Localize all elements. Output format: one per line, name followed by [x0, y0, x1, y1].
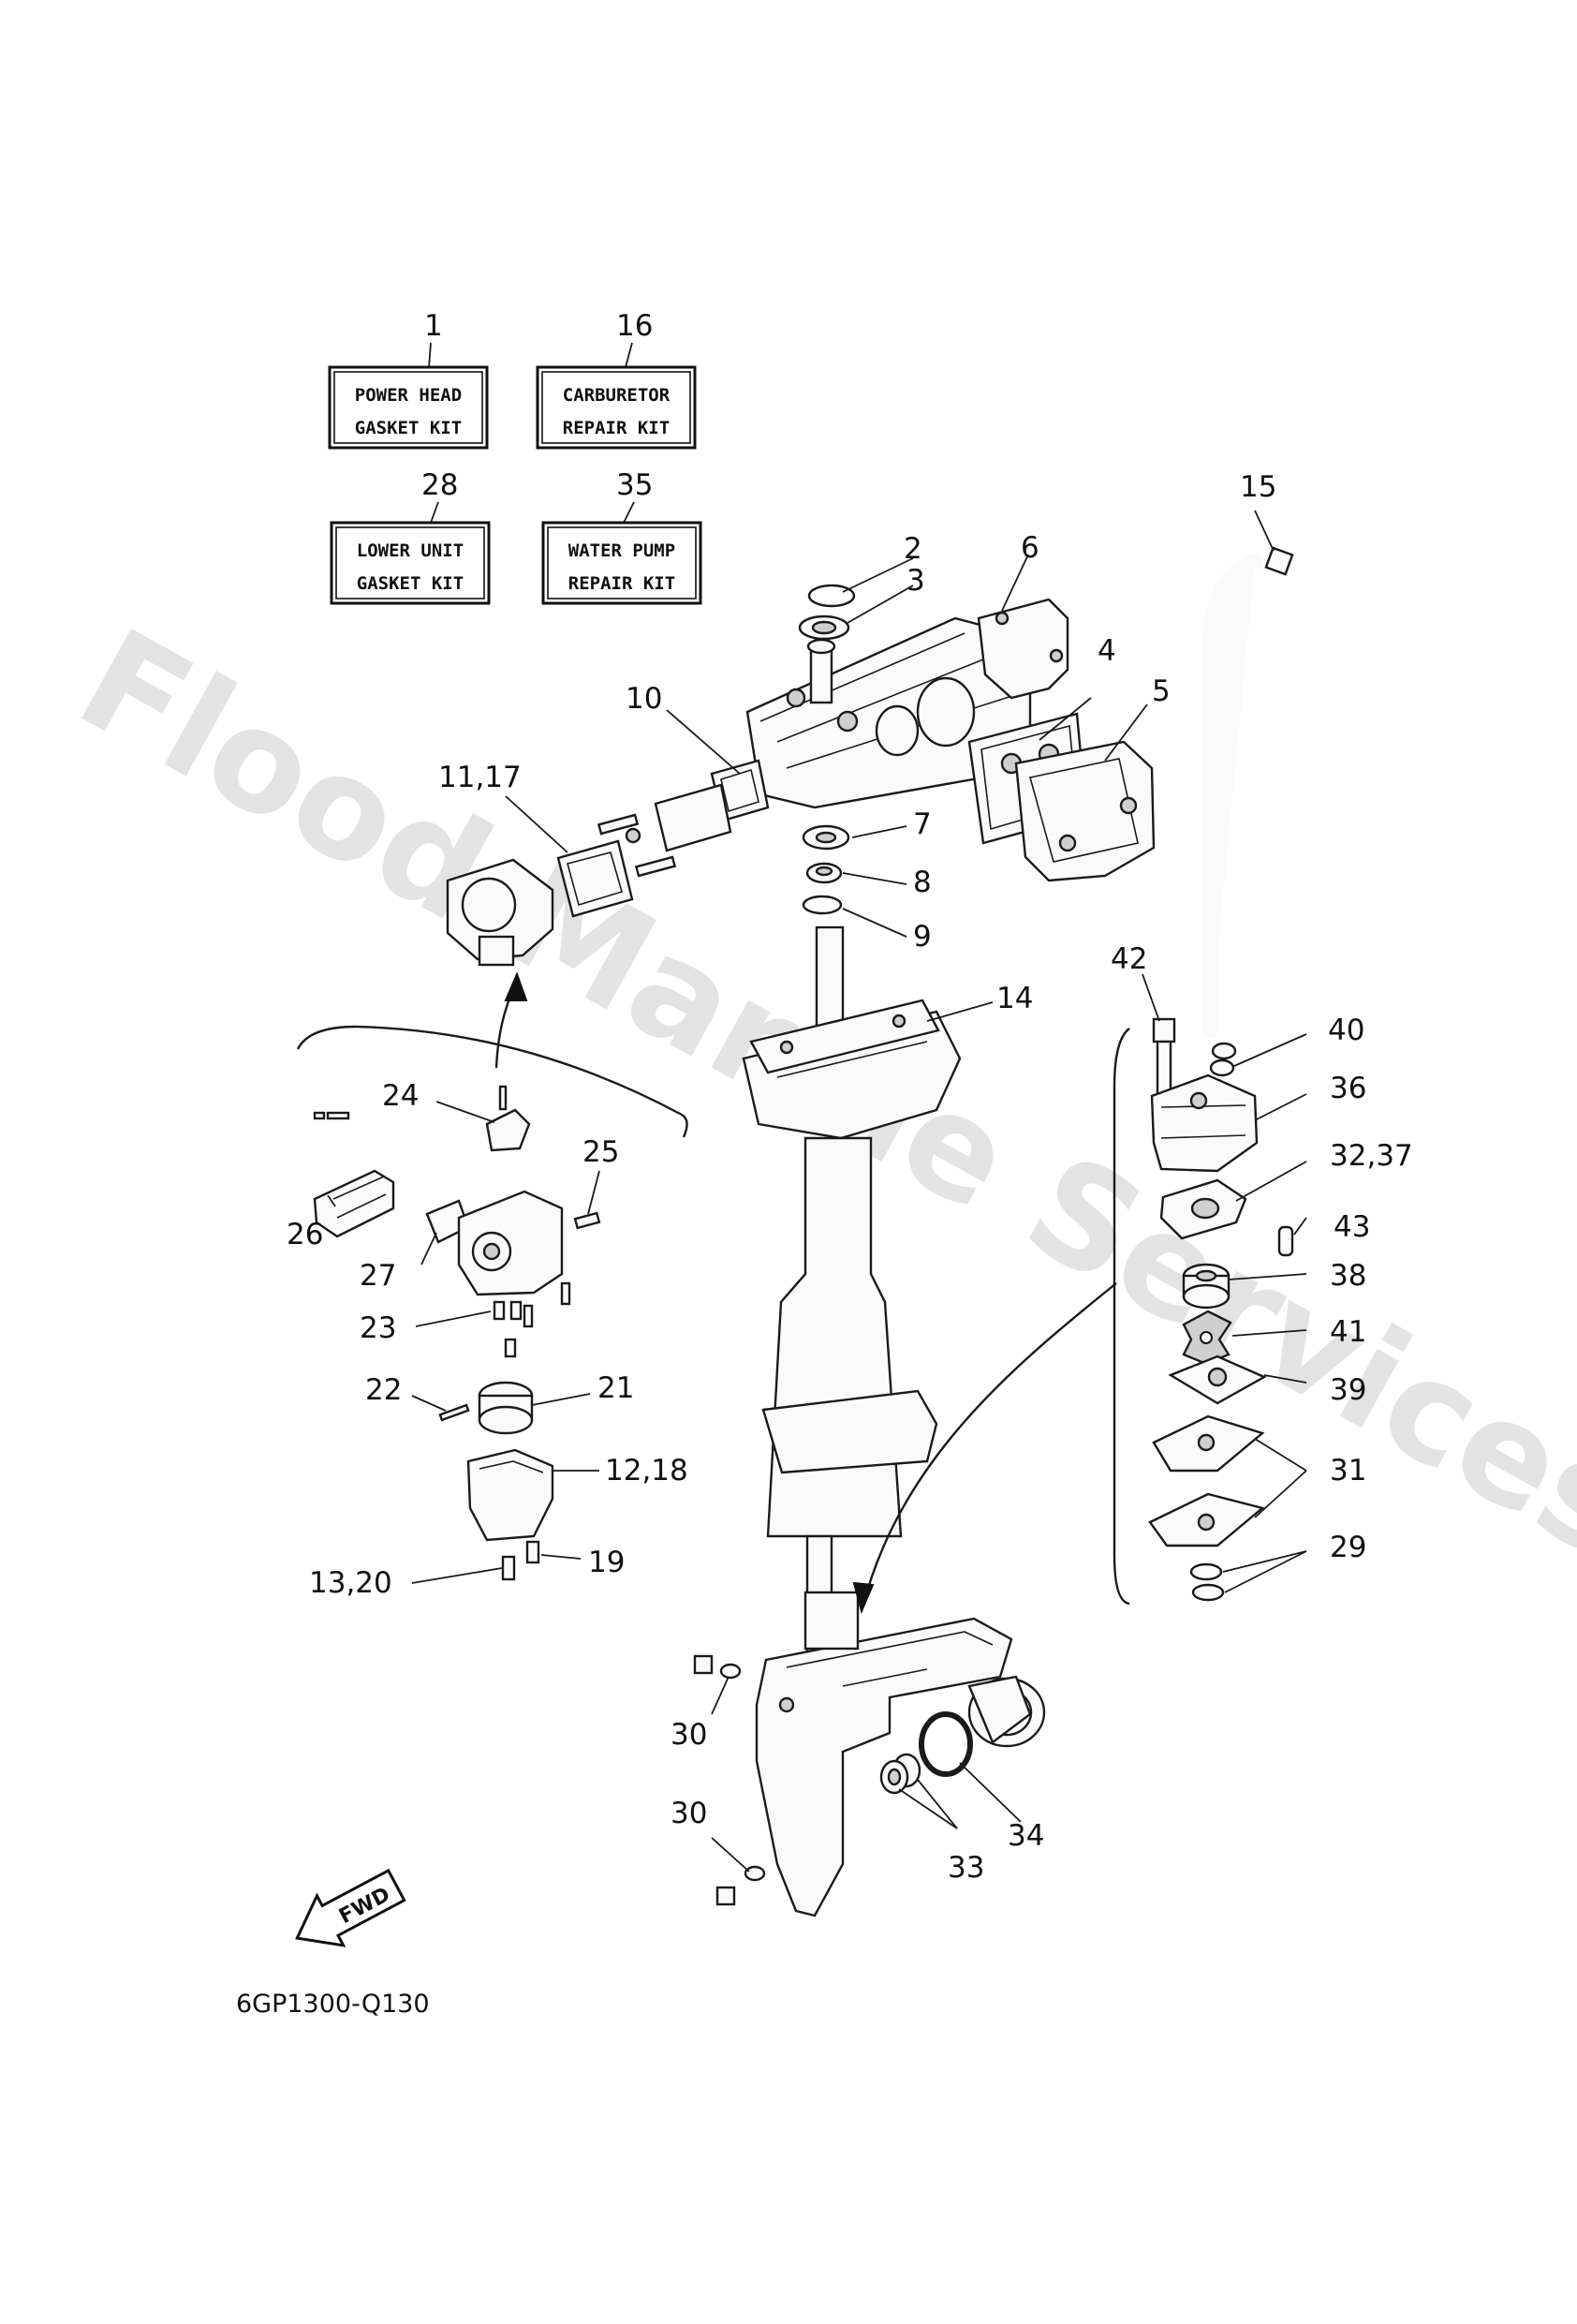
part-number-label: 41 — [1330, 1315, 1366, 1349]
part-number-label: 8 — [913, 866, 932, 899]
part-number-label: 2 — [904, 532, 922, 566]
part-number-label: 6 — [1021, 531, 1039, 565]
jets-group — [493, 1281, 571, 1358]
grommet-part-40 — [1209, 1058, 1235, 1077]
kit-line2: REPAIR KIT — [563, 418, 670, 438]
screw-part-25 — [573, 1211, 601, 1230]
driveshaft-housing — [742, 925, 962, 1660]
gasket-part-14 — [749, 999, 940, 1074]
kit-line1: POWER HEAD — [355, 385, 462, 406]
part-number-label: 34 — [1008, 1819, 1044, 1853]
part-number-label: 39 — [1330, 1373, 1366, 1407]
leader-lines — [327, 510, 1307, 1873]
pin-part-22 — [438, 1403, 470, 1422]
part-number-label: 33 — [948, 1851, 984, 1885]
impeller-part-41 — [1182, 1310, 1232, 1366]
kit-box-carburetor: 16 CARBURETOR REPAIR KIT — [536, 309, 697, 450]
kit-line1: CARBURETOR — [563, 385, 671, 406]
outer-plate-part-39 — [1168, 1354, 1267, 1405]
part-number-label: 31 — [1330, 1454, 1366, 1488]
part-number-label: 15 — [1240, 470, 1276, 504]
crankcase-drawing — [745, 584, 1032, 809]
part-number-label: 14 — [996, 982, 1033, 1015]
gasket-part-31-upper — [1152, 1414, 1265, 1473]
part-number-label: 13,20 — [309, 1566, 392, 1600]
float-chamber-cover-part-24 — [485, 1085, 531, 1152]
part-number-label: 42 — [1111, 942, 1147, 976]
carburetor-body — [446, 858, 554, 967]
part-number-label: 36 — [1330, 1072, 1366, 1105]
propeller-shaft-housing — [967, 1675, 1046, 1748]
drain-screw-part-13-20 — [501, 1555, 516, 1581]
kit-number: 16 — [616, 309, 653, 343]
kit-number: 28 — [421, 468, 458, 502]
cover-part-6 — [977, 598, 1069, 700]
part-number-label: 27 — [360, 1259, 396, 1293]
float-chamber-part-12-18 — [466, 1448, 554, 1542]
part-numbers: 2 3 4 5 6 7 8 9 10 11,17 14 15 42 40 36 … — [287, 470, 1413, 1885]
carburetor-bracket — [296, 1025, 688, 1138]
part-number-label: 25 — [582, 1135, 619, 1169]
carburetor-main-body — [457, 1190, 564, 1296]
part-number-label: 30 — [671, 1797, 707, 1830]
kit-number: 35 — [616, 468, 653, 502]
bearing-part-8 — [805, 862, 843, 884]
kit-line2: REPAIR KIT — [568, 573, 675, 594]
kit-line1: LOWER UNIT — [357, 540, 464, 561]
part-number-label: 7 — [913, 807, 932, 841]
kit-line1: WATER PUMP — [568, 540, 675, 561]
water-tube-part-15 — [1201, 546, 1294, 1060]
part-number-label: 11,17 — [438, 761, 522, 794]
part-number-label: 32,37 — [1330, 1139, 1413, 1173]
part-number-label: 30 — [671, 1718, 707, 1752]
part-number-label: 43 — [1334, 1210, 1370, 1244]
diagram-code: 6GP1300-Q130 — [236, 1990, 430, 2019]
part-number-label: 19 — [588, 1546, 625, 1579]
screw-part-19 — [525, 1540, 540, 1564]
part-number-label: 26 — [287, 1218, 323, 1251]
forward-direction-arrow: FWD — [295, 1868, 406, 1947]
kit-number: 1 — [424, 309, 443, 343]
part-number-label: 3 — [906, 564, 925, 598]
ring-part-9 — [802, 895, 843, 915]
intake-manifold — [597, 783, 732, 878]
gasket-part-11-17 — [556, 839, 634, 918]
drain-screw-lower — [715, 1865, 766, 1906]
part-number-label: 10 — [626, 682, 662, 716]
kit-box-water-pump: 35 WATER PUMP REPAIR KIT — [541, 468, 702, 605]
drain-screw-upper — [693, 1654, 742, 1680]
insert-cartridge-part-38 — [1182, 1263, 1231, 1310]
lower-unit-gearcase — [755, 1591, 1013, 1917]
seal-part-7 — [802, 824, 850, 851]
kit-box-lower-unit: 28 LOWER UNIT GASKET KIT — [330, 468, 491, 605]
kit-box-power-head: 1 POWER HEAD GASKET KIT — [328, 309, 489, 450]
part-number-label: 24 — [382, 1079, 419, 1113]
seal-part-33 — [879, 1753, 921, 1795]
pump-housing-part-36 — [1150, 1073, 1259, 1173]
seal-part-29 — [1189, 1562, 1225, 1602]
part-number-label: 5 — [1152, 674, 1171, 708]
gasket-part-31-lower — [1148, 1492, 1265, 1547]
arrow-water-pump-to-gearcase — [860, 1282, 1117, 1612]
kit-line2: GASKET KIT — [357, 573, 464, 594]
water-pump-bracket — [1113, 1028, 1130, 1606]
part-number-label: 9 — [913, 920, 932, 954]
part-number-label: 38 — [1330, 1259, 1366, 1293]
cover-part-5 — [1014, 740, 1156, 882]
part-number-label: 4 — [1098, 634, 1116, 668]
part-number-label: 40 — [1328, 1014, 1364, 1047]
gasket-part-32-37 — [1159, 1178, 1247, 1240]
part-number-label: 21 — [597, 1371, 634, 1405]
part-number-label: 12,18 — [605, 1454, 688, 1488]
part-number-label: 22 — [365, 1373, 402, 1407]
part-number-label: 29 — [1330, 1531, 1366, 1564]
o-ring-part-34 — [919, 1711, 973, 1777]
part-number-label: 23 — [360, 1311, 396, 1345]
float-part-21 — [478, 1381, 534, 1435]
key-part-43 — [1277, 1225, 1294, 1257]
plate-assembly-part-26 — [313, 1111, 395, 1238]
kit-line2: GASKET KIT — [355, 418, 462, 438]
